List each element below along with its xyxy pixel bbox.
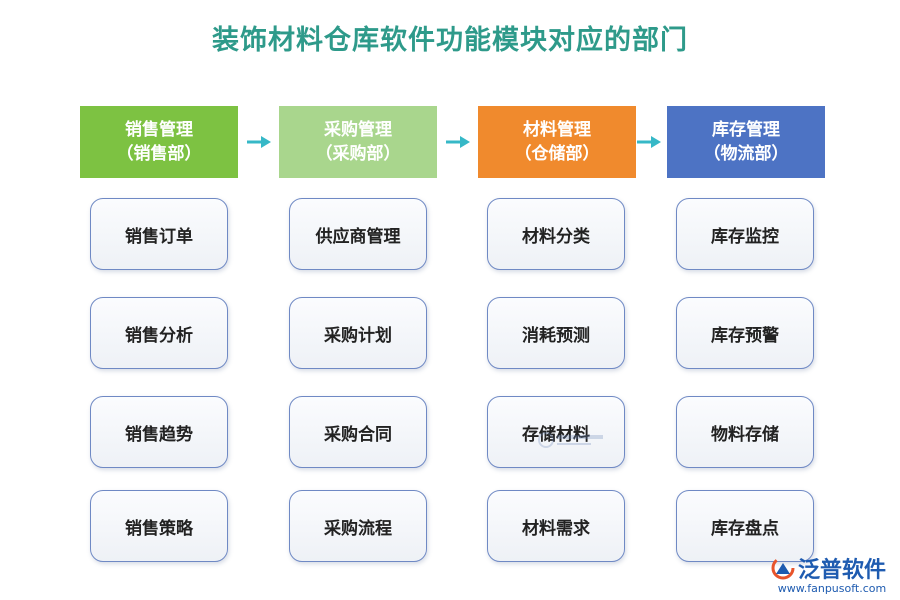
module-box: 库存盘点	[676, 490, 814, 562]
header-inventory-name: 库存管理	[712, 120, 780, 140]
header-material-dept: （仓储部）	[514, 144, 600, 164]
header-inventory: 库存管理 （物流部）	[667, 106, 825, 178]
brand-logo: 泛普软件 www.fanpusoft.com	[770, 552, 894, 598]
module-box: 销售趋势	[90, 396, 228, 468]
header-material: 材料管理 （仓储部）	[478, 106, 636, 178]
module-box: 采购计划	[289, 297, 427, 369]
module-box: 采购流程	[289, 490, 427, 562]
module-box: 销售策略	[90, 490, 228, 562]
module-box: 销售订单	[90, 198, 228, 270]
module-box: 消耗预测	[487, 297, 625, 369]
watermark-logo-icon	[538, 432, 603, 448]
module-box: 库存预警	[676, 297, 814, 369]
module-box: 材料需求	[487, 490, 625, 562]
module-box: 存储材料	[487, 396, 625, 468]
fanpu-logo-icon	[771, 556, 795, 580]
arrow-right-icon	[446, 136, 470, 148]
header-sales-name: 销售管理	[125, 120, 193, 140]
module-box: 库存监控	[676, 198, 814, 270]
logo-name: 泛普软件	[798, 558, 887, 583]
module-box: 材料分类	[487, 198, 625, 270]
arrow-right-icon	[637, 136, 661, 148]
header-purchase: 采购管理 （采购部）	[279, 106, 437, 178]
diagram-title: 装饰材料仓库软件功能模块对应的部门	[212, 25, 688, 56]
module-box: 采购合同	[289, 396, 427, 468]
header-sales-dept: （销售部）	[116, 144, 202, 164]
header-material-name: 材料管理	[523, 120, 591, 140]
module-box: 供应商管理	[289, 198, 427, 270]
module-box: 销售分析	[90, 297, 228, 369]
arrow-right-icon	[247, 136, 271, 148]
header-purchase-name: 采购管理	[324, 120, 392, 140]
logo-url: www.fanpusoft.com	[777, 582, 887, 595]
header-purchase-dept: （采购部）	[315, 144, 401, 164]
module-box: 物料存储	[676, 396, 814, 468]
header-sales: 销售管理 （销售部）	[80, 106, 238, 178]
header-inventory-dept: （物流部）	[703, 144, 789, 164]
